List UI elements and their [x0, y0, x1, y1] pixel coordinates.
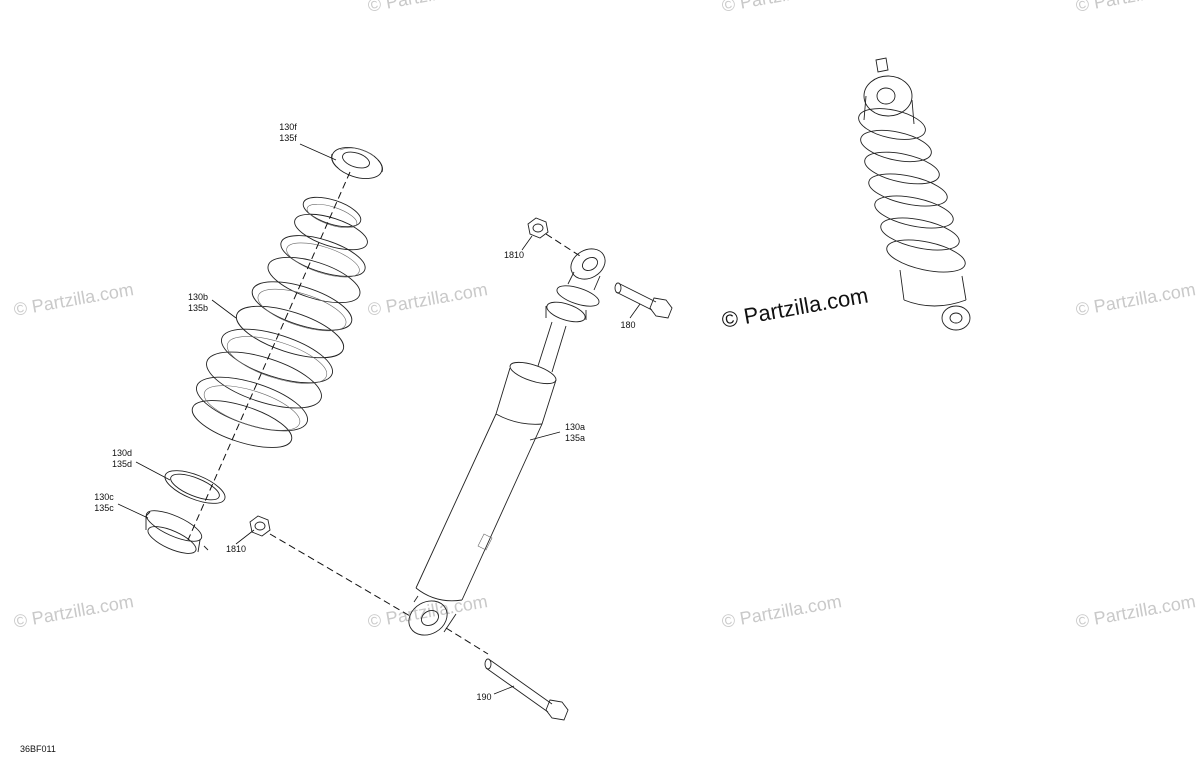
diagram-code: 36BF011: [20, 744, 56, 754]
leader-1810-lower: [235, 529, 255, 545]
leader-130d: [135, 461, 171, 481]
bolt-180: [614, 282, 673, 319]
callout-line: 130d: [111, 448, 133, 458]
callout-line: 135b: [187, 303, 209, 313]
callout-line: 135c: [94, 503, 114, 513]
callout-line: 130b: [187, 292, 209, 302]
leader-130b: [211, 299, 237, 319]
bolt-190: [484, 658, 569, 721]
callout-line: 135d: [111, 459, 133, 469]
callout-bolt-top: 180: [620, 320, 636, 330]
coil-spring: [191, 196, 368, 448]
callout-nut-top: 1810: [503, 250, 525, 260]
lower-axis-line-right: [445, 627, 489, 655]
shock-top-eye: [537, 248, 606, 373]
leader-130f: [299, 143, 337, 161]
leader-180: [629, 303, 641, 319]
assembled-shock: [858, 57, 971, 331]
nut-lower: [249, 515, 271, 537]
nut-top-axis: [545, 233, 581, 257]
callout-spring-seat-top: 130f 135f: [274, 122, 302, 144]
callout-line: 135a: [564, 433, 586, 443]
spring-seat-top: [331, 146, 383, 180]
callout-shock-body: 130a 135a: [560, 422, 590, 444]
leader-1810-top: [521, 235, 533, 251]
spring-axis-line: [187, 171, 351, 541]
callout-line: 130f: [279, 122, 297, 132]
callout-line: 135f: [279, 133, 297, 143]
callout-line: 130a: [564, 422, 586, 432]
nut-top: [527, 217, 549, 239]
leader-190: [493, 685, 515, 695]
leader-130c: [117, 503, 149, 519]
shock-body: [408, 361, 557, 636]
spring-seat-lower: [164, 470, 226, 504]
callout-nut-lower: 1810: [225, 544, 247, 554]
lower-axis-line-left: [269, 533, 411, 617]
callout-bolt-lower: 190: [476, 692, 492, 702]
callout-adjuster: 130c 135c: [90, 492, 118, 514]
adjuster-ring: [145, 510, 209, 554]
callout-spring: 130b 135b: [184, 292, 212, 314]
callout-spring-seat-lower: 130d 135d: [108, 448, 136, 470]
callout-line: 130c: [94, 492, 114, 502]
leader-130a: [529, 431, 561, 441]
